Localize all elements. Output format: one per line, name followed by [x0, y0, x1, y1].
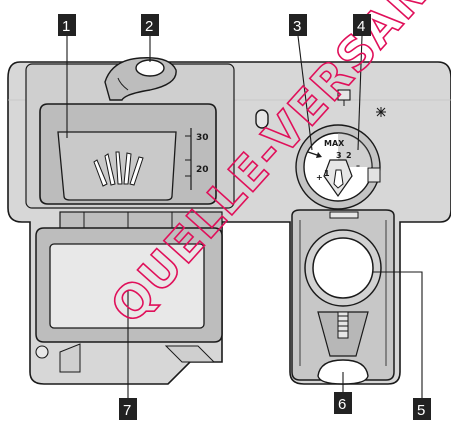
- dial-max-label: MAX: [324, 139, 345, 148]
- dial-two-label: 2: [346, 151, 352, 160]
- rinse-aid-dial: MAX + 1 2 3 –: [295, 124, 381, 210]
- callout-5: 5: [413, 398, 431, 420]
- callout-3: 3: [289, 14, 307, 36]
- dial-plus-label: +: [316, 173, 323, 182]
- dial-one-label: 1: [324, 169, 330, 178]
- callout-5-number: 5: [417, 402, 425, 419]
- dosage-scale: 30 20: [185, 128, 209, 190]
- callout-4: 4: [353, 14, 371, 36]
- leader-lines: [66, 35, 423, 400]
- callout-1: 1: [58, 14, 76, 36]
- callout-7: 7: [119, 398, 137, 420]
- callout-6: 6: [334, 392, 352, 414]
- callout-2-number: 2: [145, 18, 153, 35]
- light-rays-icon: [376, 107, 386, 117]
- indicator-window: [255, 109, 269, 129]
- scale-mark-20: 20: [196, 165, 209, 175]
- callout-1-number: 1: [62, 18, 70, 35]
- drain-hole: [35, 345, 49, 359]
- callout-4-number: 4: [357, 18, 365, 35]
- callout-2: 2: [141, 14, 159, 36]
- rinse-aid-indicator-lamp: [337, 89, 386, 117]
- dial-minus-label: –: [356, 161, 360, 170]
- scale-mark-30: 30: [196, 133, 209, 143]
- prewash-compartment: [35, 211, 223, 373]
- callout-7-number: 7: [123, 402, 131, 419]
- detergent-compartment-lid: 30 20: [39, 103, 217, 205]
- callout-3-number: 3: [293, 18, 301, 35]
- grip-slots-icon: [93, 151, 144, 187]
- dial-three-label: 3: [336, 151, 342, 160]
- callout-6-number: 6: [338, 396, 346, 413]
- rinse-aid-compartment: [291, 209, 395, 385]
